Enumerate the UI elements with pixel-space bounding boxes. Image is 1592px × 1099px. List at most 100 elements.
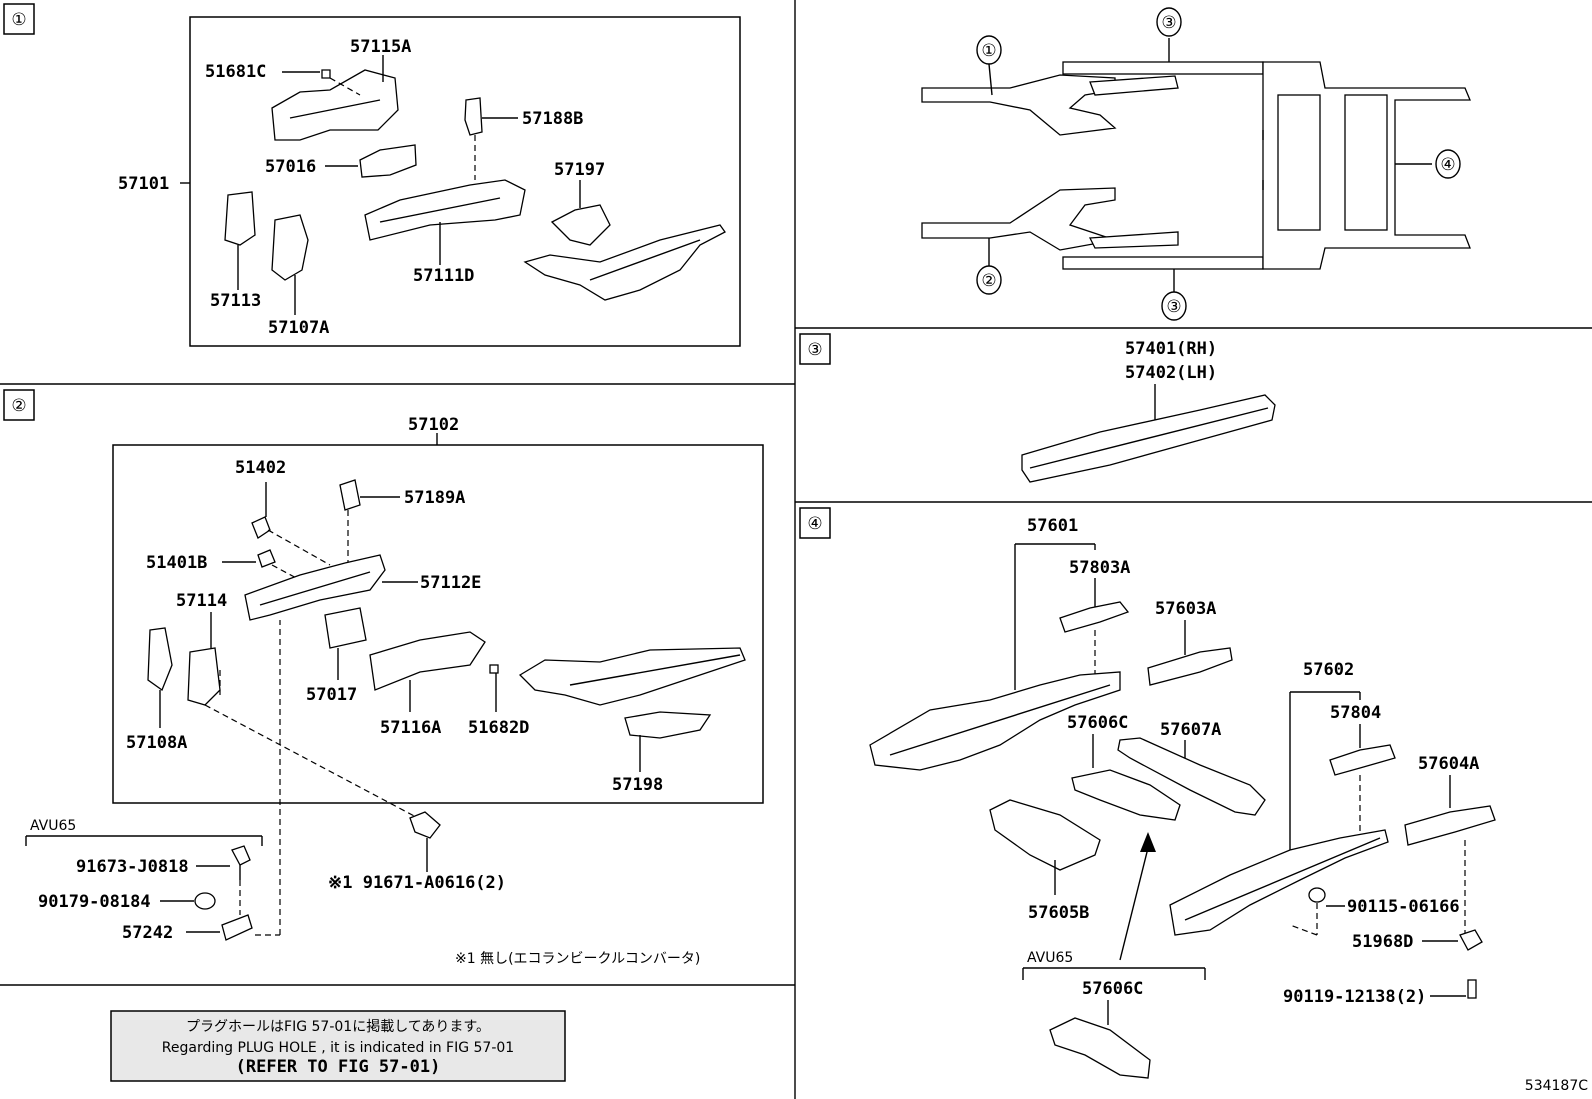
part-90115-06166 (1308, 887, 1326, 903)
part-57111D (364, 179, 526, 241)
label-57604A: 57604A (1418, 754, 1479, 774)
label-57603A: 57603A (1155, 599, 1216, 619)
install-arrow-head (1140, 832, 1156, 852)
part-91671-A0616 (409, 811, 441, 839)
label-57606C-avu: 57606C (1082, 979, 1143, 999)
panel2-frame (112, 444, 764, 804)
part-57607A (1117, 737, 1266, 816)
note-eco-converter: ※1 無し(エコランビークルコンバータ) (455, 951, 700, 967)
section-marker-2: ② (3, 389, 35, 421)
part-90119-12138 (1467, 979, 1477, 999)
label-51682D: 51682D (468, 718, 529, 738)
part-51682D (489, 664, 499, 674)
part-51401B (257, 549, 276, 568)
part-57107A (271, 214, 309, 281)
part-57189A (339, 479, 361, 511)
label-57115A: 57115A (350, 37, 411, 57)
part-91673-J0818 (231, 845, 251, 866)
part-57198 (624, 711, 712, 739)
part-57606C-avu (1049, 1017, 1151, 1079)
part-57602 (1169, 829, 1389, 936)
label-avu65-left: AVU65 (30, 818, 76, 834)
svg-text:④: ④ (807, 514, 822, 534)
part-51402 (251, 516, 271, 539)
label-57602: 57602 (1303, 660, 1354, 680)
part-57604A (1404, 805, 1496, 846)
label-57114: 57114 (176, 591, 227, 611)
svg-text:③: ③ (807, 340, 822, 360)
label-51968D: 51968D (1352, 932, 1413, 952)
overview-marker-3a: ③ (1161, 13, 1176, 33)
svg-text:①: ① (11, 10, 26, 30)
info-line-2: Regarding PLUG HOLE , it is indicated in… (162, 1040, 514, 1056)
label-57402-lh: 57402(LH) (1125, 363, 1217, 383)
label-90119-12138: 90119-12138(2) (1283, 987, 1426, 1007)
overview-marker-3b: ③ (1166, 297, 1181, 317)
part-57112E (244, 554, 386, 621)
part-57197 (550, 204, 611, 246)
label-57107A: 57107A (268, 318, 329, 338)
section-marker-3: ③ (799, 333, 831, 365)
label-57601: 57601 (1027, 516, 1078, 536)
part-57017 (324, 607, 367, 649)
label-57111D: 57111D (413, 266, 474, 286)
svg-text:②: ② (11, 396, 26, 416)
frame-overview (921, 61, 1471, 270)
info-line-3: (REFER TO FIG 57-01) (236, 1057, 441, 1077)
part-57108A (147, 627, 173, 692)
label-90115-06166: 90115-06166 (1347, 897, 1460, 917)
label-57189A: 57189A (404, 488, 465, 508)
part-57115A (271, 69, 399, 141)
panel1-frame (189, 16, 741, 347)
label-57606C: 57606C (1067, 713, 1128, 733)
label-57197: 57197 (554, 160, 605, 180)
part-57803A (1059, 601, 1130, 633)
label-57198: 57198 (612, 775, 663, 795)
part-57197-rail (523, 224, 726, 301)
part-57102-rail (518, 647, 746, 706)
part-51968D (1459, 929, 1483, 951)
label-57607A: 57607A (1160, 720, 1221, 740)
label-57401-rh: 57401(RH) (1125, 339, 1217, 359)
label-57803A: 57803A (1069, 558, 1130, 578)
label-57016: 57016 (265, 157, 316, 177)
label-57605B: 57605B (1028, 903, 1089, 923)
label-57113: 57113 (210, 291, 261, 311)
part-57605B (989, 799, 1101, 871)
label-51401B: 51401B (146, 553, 207, 573)
label-57188B: 57188B (522, 109, 583, 129)
part-57242 (221, 914, 253, 941)
label-90179-08184: 90179-08184 (38, 892, 151, 912)
label-51402: 51402 (235, 458, 286, 478)
part-57188B (464, 97, 483, 136)
label-57116A: 57116A (380, 718, 441, 738)
figure-code: 534187C (1525, 1078, 1588, 1094)
label-51681C: 51681C (205, 62, 266, 82)
section-marker-1: ① (3, 3, 35, 35)
info-box (110, 1010, 566, 1082)
part-57606C (1071, 769, 1181, 821)
part-57016 (359, 144, 417, 178)
part-57113 (224, 191, 256, 246)
overview-marker-4: ④ (1440, 155, 1455, 175)
part-57804 (1329, 744, 1396, 776)
label-57017: 57017 (306, 685, 357, 705)
info-line-1: プラグホールはFIG 57-01に掲載してあります。 (186, 1019, 490, 1035)
label-57108A: 57108A (126, 733, 187, 753)
label-57112E: 57112E (420, 573, 481, 593)
section-marker-4: ④ (799, 507, 831, 539)
label-91673-J0818: 91673-J0818 (76, 857, 189, 877)
install-arrow (1119, 847, 1149, 961)
part-57114 (187, 647, 221, 706)
label-57242: 57242 (122, 923, 173, 943)
label-57101: 57101 (118, 174, 169, 194)
overview-marker-1: ① (981, 41, 996, 61)
label-57102: 57102 (408, 415, 459, 435)
part-57116A (369, 631, 486, 691)
part-51681C (321, 69, 331, 79)
label-91671-A0616: ※1 91671-A0616(2) (328, 873, 506, 893)
overview-marker-2: ② (981, 271, 996, 291)
part-90179-08184 (194, 892, 216, 910)
part-57603A (1147, 647, 1233, 686)
label-avu65-right: AVU65 (1027, 950, 1073, 966)
